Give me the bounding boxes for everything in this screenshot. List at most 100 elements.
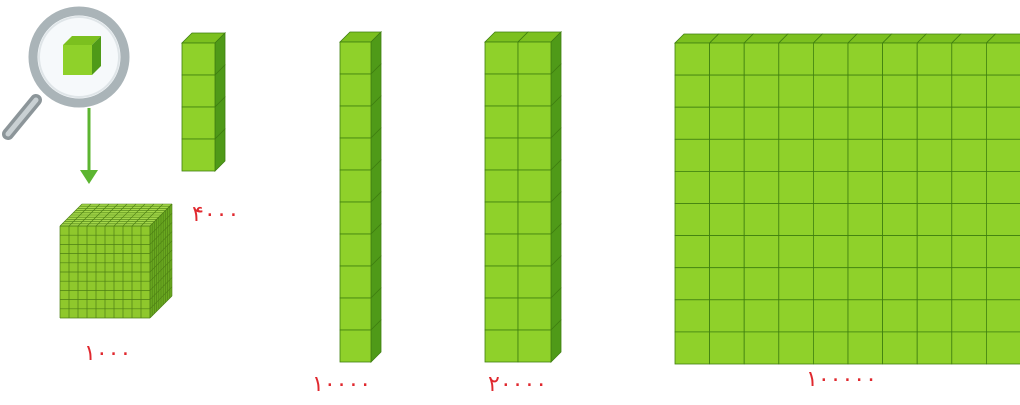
cube-front-face bbox=[340, 138, 371, 170]
cube-front-face bbox=[518, 234, 551, 266]
cube-label: ۱۰۰۰ bbox=[84, 342, 131, 366]
cube-front-face bbox=[340, 202, 371, 234]
cube-front-face bbox=[883, 204, 918, 236]
cube-front-face bbox=[952, 139, 987, 171]
cube-front-face bbox=[182, 139, 215, 171]
cube-front-face bbox=[986, 171, 1020, 203]
cube-front-face bbox=[848, 75, 883, 107]
cube-front-face bbox=[518, 42, 551, 74]
stack4-label: ۴۰۰۰ bbox=[192, 203, 239, 227]
cube-front-face bbox=[710, 171, 745, 203]
cube-front-face bbox=[518, 202, 551, 234]
cube-front-face bbox=[813, 107, 848, 139]
cube-front-face bbox=[518, 298, 551, 330]
cube-front-face bbox=[518, 74, 551, 106]
cube-front-face bbox=[917, 171, 952, 203]
hundred-cube-grid bbox=[675, 34, 1020, 364]
cube-front-face bbox=[813, 332, 848, 364]
cube-front-face bbox=[848, 171, 883, 203]
cube-front-face bbox=[340, 42, 371, 74]
cube-front-face bbox=[744, 139, 779, 171]
cube-front-face bbox=[340, 266, 371, 298]
cube-front-face bbox=[710, 43, 745, 75]
cube-front-face bbox=[813, 236, 848, 268]
cube-front-face bbox=[485, 234, 518, 266]
cube-front-face bbox=[710, 204, 745, 236]
cube-front-face bbox=[952, 204, 987, 236]
cube-front-face bbox=[986, 204, 1020, 236]
cube-front-face bbox=[675, 43, 710, 75]
magnifier-icon bbox=[8, 11, 125, 134]
cube-front-face bbox=[340, 298, 371, 330]
cube-front-face bbox=[952, 107, 987, 139]
cube-front-face bbox=[779, 236, 814, 268]
cube-front-face bbox=[917, 236, 952, 268]
cube-front-face bbox=[917, 332, 952, 364]
cube-front-face bbox=[883, 300, 918, 332]
cube-front-face bbox=[986, 75, 1020, 107]
grid100-label: ۱۰۰۰۰۰ bbox=[806, 368, 877, 392]
four-cube-stack bbox=[182, 33, 225, 171]
cube-front-face bbox=[710, 332, 745, 364]
cube-front-face bbox=[675, 171, 710, 203]
cube-front-face bbox=[883, 236, 918, 268]
cube-front-face bbox=[485, 330, 518, 362]
cube-front-face bbox=[848, 139, 883, 171]
cube-front-face bbox=[485, 202, 518, 234]
cube-front-face bbox=[883, 107, 918, 139]
cube-front-face bbox=[182, 75, 215, 107]
cube-front-face bbox=[848, 204, 883, 236]
cube-front-face bbox=[744, 43, 779, 75]
cube-front-face bbox=[485, 74, 518, 106]
cube-front-face bbox=[744, 171, 779, 203]
cube-front-face bbox=[485, 42, 518, 74]
cube-front-face bbox=[848, 332, 883, 364]
cube-front-face bbox=[813, 139, 848, 171]
cube-front-face bbox=[744, 236, 779, 268]
cube-front-face bbox=[813, 204, 848, 236]
cube-front-face bbox=[675, 300, 710, 332]
cube-front-face bbox=[848, 107, 883, 139]
cube-front-face bbox=[813, 43, 848, 75]
cube-front-face bbox=[485, 106, 518, 138]
cube-front-face bbox=[986, 139, 1020, 171]
cube-front-face bbox=[779, 43, 814, 75]
cube-front-face bbox=[675, 75, 710, 107]
cube-front-face bbox=[986, 268, 1020, 300]
cube-front-face bbox=[917, 75, 952, 107]
cube-front-face bbox=[952, 332, 987, 364]
cube-front-face bbox=[779, 300, 814, 332]
cube-front-face bbox=[485, 170, 518, 202]
cube-front-face bbox=[779, 107, 814, 139]
cube-front-face bbox=[710, 75, 745, 107]
cube-front-face bbox=[779, 204, 814, 236]
cube-front-face bbox=[340, 170, 371, 202]
cube-front-face bbox=[779, 268, 814, 300]
cube-front-face bbox=[182, 107, 215, 139]
cube-front-face bbox=[744, 268, 779, 300]
single-cube bbox=[63, 36, 101, 75]
cube-front-face bbox=[917, 268, 952, 300]
cube-front-face bbox=[986, 236, 1020, 268]
cube-front-face bbox=[813, 75, 848, 107]
cube-front-face bbox=[848, 236, 883, 268]
cube-front-face bbox=[779, 332, 814, 364]
cube-front-face bbox=[710, 268, 745, 300]
cube-front-face bbox=[744, 204, 779, 236]
cube-front-face bbox=[675, 107, 710, 139]
cube-front-face bbox=[744, 107, 779, 139]
cube-front-face bbox=[518, 138, 551, 170]
cube-front-face bbox=[883, 139, 918, 171]
cube-front-face bbox=[710, 107, 745, 139]
cube-front-face bbox=[744, 332, 779, 364]
cube-front-face bbox=[917, 139, 952, 171]
cube-front-face bbox=[340, 106, 371, 138]
cube-front-face bbox=[675, 332, 710, 364]
cube-front-face bbox=[917, 204, 952, 236]
cube-front-face bbox=[518, 106, 551, 138]
cube-front-face bbox=[675, 236, 710, 268]
cube-front-face bbox=[952, 171, 987, 203]
cube-front-face bbox=[710, 236, 745, 268]
cube-front-face bbox=[883, 332, 918, 364]
